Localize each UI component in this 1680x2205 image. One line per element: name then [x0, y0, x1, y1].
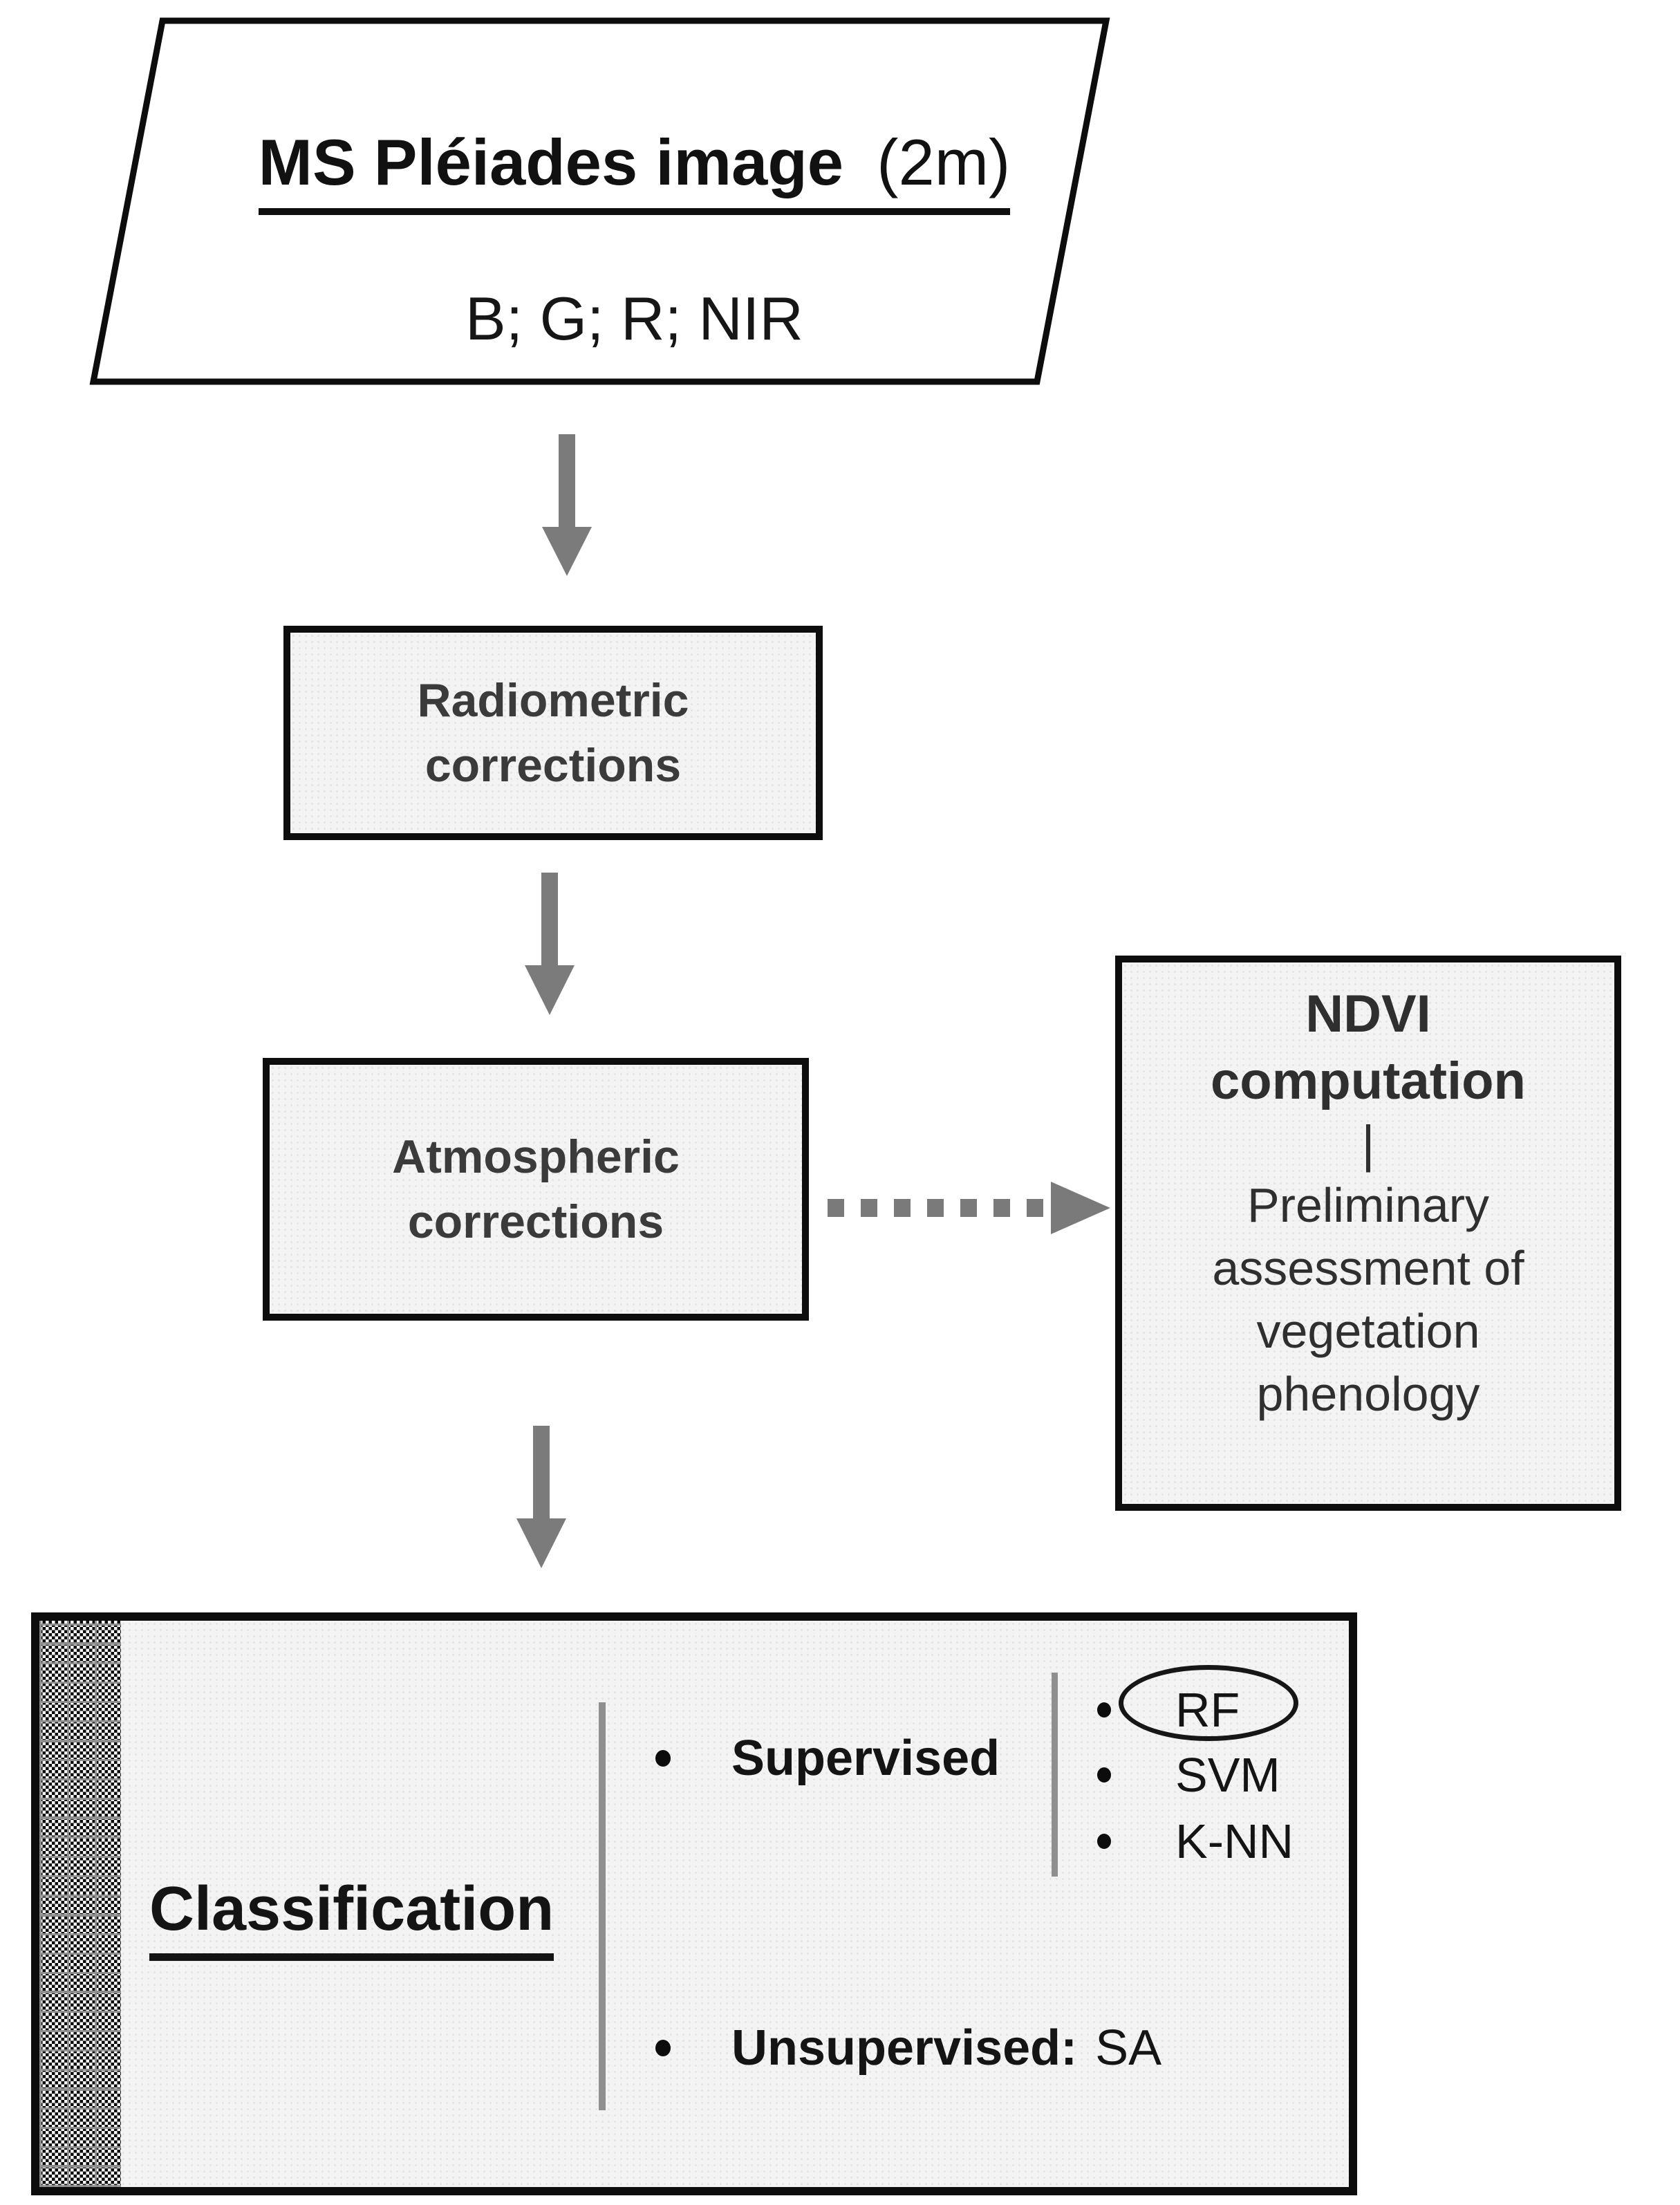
ndvi-box-title: NDVI computation [1211, 985, 1526, 1110]
classification-title-underline: Classification [149, 1874, 554, 1961]
hatch-bar [39, 1621, 121, 2187]
input-title-main: MS Pléiades image [258, 126, 844, 198]
atmospheric-corrections-label: Atmospheric corrections [392, 1131, 680, 1248]
supervised-item: Supervised [655, 1724, 1000, 1793]
ndvi-box: NDVI computation | Preliminary assessmen… [1115, 956, 1621, 1511]
arrow-down-icon [542, 434, 592, 576]
ndvi-separator-line: | [1361, 1115, 1375, 1173]
unsupervised-item: Unsupervised: SA [655, 2013, 1161, 2083]
unsupervised-method-label: SA [1095, 2020, 1162, 2076]
classification-divider-line [599, 1702, 606, 2110]
rf-highlight-ellipse [1119, 1665, 1298, 1741]
dashed-arrow-right-icon [828, 1182, 1110, 1234]
classification-title: Classification [149, 1874, 554, 1961]
classification-box: Classification Supervised RF SVM K-NN Un… [31, 1612, 1357, 2195]
method-label-svm: SVM [1175, 1748, 1280, 1802]
input-node: MS Pléiades image (2m) B; G; R; NIR [162, 21, 1106, 382]
method-item-knn: K-NN [1097, 1807, 1294, 1876]
bullet-icon [1097, 1702, 1111, 1718]
radiometric-corrections-box: Radiometric corrections [283, 626, 823, 840]
ndvi-box-description: Preliminary assessment of vegetation phe… [1212, 1178, 1524, 1421]
method-label-knn: K-NN [1175, 1814, 1294, 1868]
arrow-down-icon [516, 1426, 566, 1568]
input-title-note: (2m) [877, 126, 1011, 198]
bullet-icon [1097, 1767, 1111, 1783]
supervised-methods-divider-line [1052, 1673, 1058, 1877]
input-node-title: MS Pléiades image (2m) [258, 123, 1011, 215]
method-item-svm: SVM [1097, 1740, 1280, 1809]
bullet-icon [655, 1750, 671, 1767]
atmospheric-corrections-box: Atmospheric corrections [263, 1058, 809, 1321]
input-parallelogram-shape [89, 17, 1110, 385]
radiometric-corrections-label: Radiometric corrections [417, 674, 689, 792]
input-node-bands: B; G; R; NIR [465, 284, 803, 353]
unsupervised-label: Unsupervised: [731, 2020, 1078, 2076]
arrow-down-icon [525, 873, 575, 1015]
bullet-icon [1097, 1834, 1111, 1849]
input-title-underline: MS Pléiades image (2m) [258, 123, 1011, 215]
supervised-label: Supervised [731, 1731, 1000, 1786]
bullet-icon [655, 2040, 671, 2056]
